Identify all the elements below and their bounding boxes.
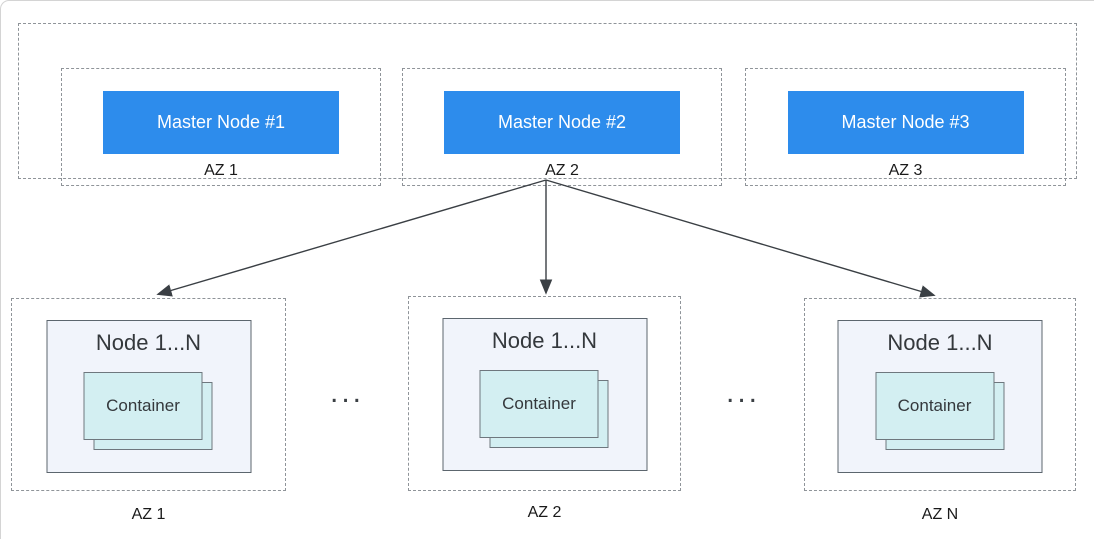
master-az-zone-1: Master Node #1 AZ 1 bbox=[61, 68, 381, 186]
container-box-2: Container bbox=[479, 370, 599, 438]
worker-az-zone-n: Node 1...N Container bbox=[804, 298, 1076, 491]
master-az-1-label: AZ 1 bbox=[204, 162, 238, 179]
container-box-1: Container bbox=[83, 372, 203, 440]
master-node-2-box: Master Node #2 bbox=[444, 91, 680, 154]
ellipsis-between-az2-azn: ... bbox=[725, 376, 760, 409]
container-box-n: Container bbox=[875, 372, 994, 440]
worker-az-zone-2: Node 1...N Container bbox=[408, 296, 681, 491]
master-node-1-box: Master Node #1 bbox=[103, 91, 339, 154]
master-az-zone-3: Master Node #3 AZ 3 bbox=[745, 68, 1066, 186]
arrow-to-azn bbox=[545, 179, 936, 298]
control-plane-group: Master Node #1 AZ 1 Master Node #2 AZ 2 … bbox=[18, 23, 1077, 186]
worker-az-zone-1: Node 1...N Container bbox=[11, 298, 286, 491]
worker-az-1-label: AZ 1 bbox=[131, 506, 166, 523]
ellipsis-between-az1-az2: ... bbox=[329, 376, 364, 409]
worker-az-2-label: AZ 2 bbox=[527, 504, 562, 521]
node-n-label: Node 1...N bbox=[887, 330, 993, 355]
node-box-2: Node 1...N Container bbox=[442, 318, 647, 471]
node-box-1: Node 1...N Container bbox=[46, 320, 251, 473]
container-stack-1: Container bbox=[83, 372, 214, 450]
container-stack-n: Container bbox=[875, 372, 1005, 450]
master-az-2-label: AZ 2 bbox=[545, 162, 579, 179]
master-az-zone-2: Master Node #2 AZ 2 bbox=[402, 68, 722, 186]
master-node-3-box: Master Node #3 bbox=[787, 91, 1024, 154]
master-az-3-label: AZ 3 bbox=[888, 162, 923, 179]
node-1-label: Node 1...N bbox=[95, 330, 202, 355]
arrow-to-az1 bbox=[156, 179, 547, 297]
worker-az-n-label: AZ N bbox=[921, 506, 959, 523]
container-stack-2: Container bbox=[479, 370, 610, 448]
node-2-label: Node 1...N bbox=[491, 328, 598, 353]
node-box-n: Node 1...N Container bbox=[837, 320, 1043, 473]
